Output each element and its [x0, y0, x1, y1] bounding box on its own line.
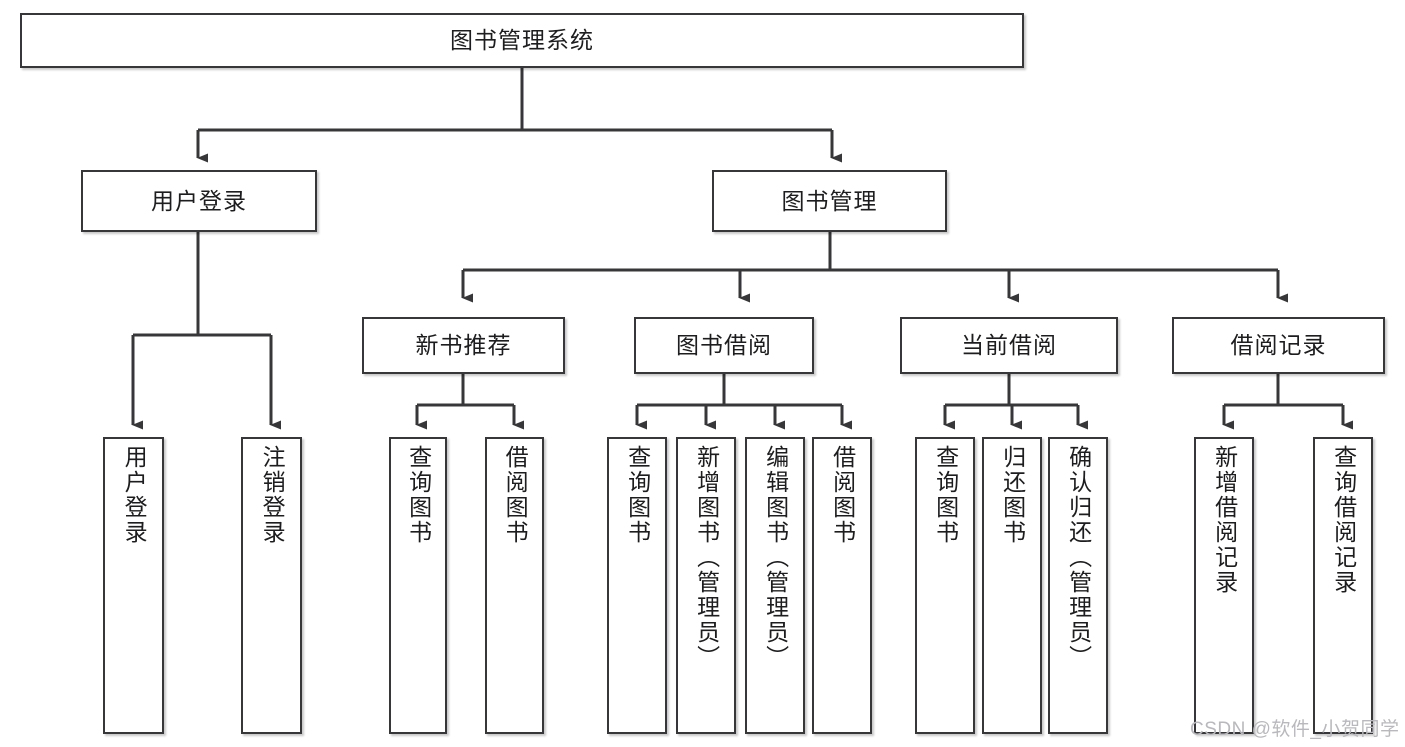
node-level1-book-management-label: 图书管理 — [781, 187, 878, 214]
node-leaf-query-borrow-record-label: 查询借阅记录 — [1330, 445, 1357, 595]
node-leaf-return-book-label: 归还图书 — [999, 445, 1026, 545]
node-level2-current-borrow-label: 当前借阅 — [961, 332, 1057, 358]
node-leaf-edit-book-admin[interactable]: 编辑图书（管理员） — [745, 437, 805, 734]
node-level2-borrow-record[interactable]: 借阅记录 — [1172, 317, 1385, 374]
node-root-label: 图书管理系统 — [450, 27, 594, 53]
node-leaf-confirm-return-admin-label: 确认归还（管理员） — [1065, 445, 1092, 670]
node-leaf-query-book-current-label: 查询图书 — [932, 445, 959, 545]
node-leaf-borrow-book-recommend-label: 借阅图书 — [502, 445, 529, 545]
node-leaf-return-book[interactable]: 归还图书 — [982, 437, 1042, 734]
node-leaf-borrow-book[interactable]: 借阅图书 — [812, 437, 872, 734]
node-leaf-query-book-current[interactable]: 查询图书 — [915, 437, 975, 734]
node-root[interactable]: 图书管理系统 — [20, 13, 1024, 68]
node-level2-book-borrow[interactable]: 图书借阅 — [634, 317, 814, 374]
node-level2-current-borrow[interactable]: 当前借阅 — [900, 317, 1118, 374]
node-leaf-borrow-book-recommend[interactable]: 借阅图书 — [485, 437, 544, 734]
node-leaf-query-book-recommend-label: 查询图书 — [405, 445, 432, 545]
node-leaf-user-login[interactable]: 用户登录 — [103, 437, 164, 734]
node-leaf-logout[interactable]: 注销登录 — [241, 437, 302, 734]
node-leaf-add-book-admin-label: 新增图书（管理员） — [693, 445, 720, 670]
node-level2-book-borrow-label: 图书借阅 — [676, 332, 772, 358]
node-level2-new-book-recommend-label: 新书推荐 — [415, 332, 512, 358]
node-leaf-user-login-label: 用户登录 — [121, 445, 148, 545]
node-level1-user-login-label: 用户登录 — [151, 187, 247, 214]
node-leaf-add-book-admin[interactable]: 新增图书（管理员） — [676, 437, 736, 734]
node-level2-new-book-recommend[interactable]: 新书推荐 — [362, 317, 565, 374]
node-leaf-add-borrow-record-label: 新增借阅记录 — [1211, 445, 1238, 595]
node-level1-user-login[interactable]: 用户登录 — [81, 170, 317, 232]
csdn-watermark: CSDN @软件_小贺同学 — [1190, 719, 1400, 740]
node-leaf-edit-book-admin-label: 编辑图书（管理员） — [762, 445, 789, 670]
node-leaf-query-book-label: 查询图书 — [624, 445, 651, 545]
node-leaf-query-book-recommend[interactable]: 查询图书 — [389, 437, 447, 734]
node-leaf-logout-label: 注销登录 — [259, 445, 286, 545]
node-leaf-query-book[interactable]: 查询图书 — [607, 437, 667, 734]
node-leaf-query-borrow-record[interactable]: 查询借阅记录 — [1313, 437, 1373, 734]
node-level2-borrow-record-label: 借阅记录 — [1230, 332, 1327, 358]
node-leaf-borrow-book-label: 借阅图书 — [829, 445, 856, 545]
node-level1-book-management[interactable]: 图书管理 — [712, 170, 947, 232]
node-leaf-add-borrow-record[interactable]: 新增借阅记录 — [1194, 437, 1254, 734]
node-leaf-confirm-return-admin[interactable]: 确认归还（管理员） — [1048, 437, 1108, 734]
